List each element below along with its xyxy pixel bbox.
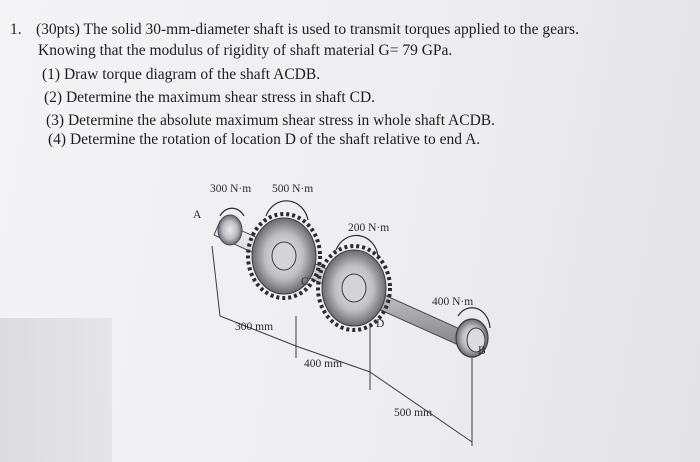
problem-intro-line-2: Knowing that the modulus of rigidity of … bbox=[38, 42, 453, 59]
problem-intro-text: (30pts) The solid 30-mm-diameter shaft i… bbox=[36, 21, 579, 38]
problem-statement: 1. (30pts) The solid 30-mm-diameter shaft… bbox=[0, 0, 700, 160]
task-4: (4) Determine the rotation of location D… bbox=[48, 131, 481, 148]
point-label-b: B bbox=[478, 345, 486, 357]
task-1: (1) Draw torque diagram of the shaft ACD… bbox=[42, 66, 321, 83]
length-label-db: 500 mm bbox=[394, 407, 433, 419]
torque-label-c: 500 N·m bbox=[272, 183, 314, 195]
task-3: (3) Determine the absolute maximum shear… bbox=[46, 112, 495, 129]
point-label-d: D bbox=[376, 318, 385, 330]
photo-shadow bbox=[0, 318, 112, 462]
end-a-flange bbox=[217, 214, 243, 246]
length-label-ac: 300 mm bbox=[235, 321, 274, 333]
torque-label-b: 400 N·m bbox=[432, 296, 474, 308]
point-label-a: A bbox=[193, 209, 202, 221]
torque-arrows bbox=[219, 200, 491, 329]
torque-label-a: 300 N·m bbox=[210, 183, 252, 195]
end-b-flange bbox=[455, 318, 489, 358]
torque-label-d: 200 N·m bbox=[348, 222, 390, 234]
problem-intro-line-1: 1. (30pts) The solid 30-mm-diameter shaft… bbox=[10, 21, 579, 39]
gear-d bbox=[316, 244, 392, 332]
dimension-lines bbox=[211, 245, 473, 446]
shaft-drawing bbox=[211, 200, 491, 446]
length-label-cd: 400 mm bbox=[304, 358, 343, 370]
point-label-c: C bbox=[301, 276, 309, 288]
task-2: (2) Determine the maximum shear stress i… bbox=[44, 89, 376, 106]
shaft-figure: 300 N·m 500 N·m 200 N·m 400 N·m A C D B … bbox=[190, 176, 510, 452]
problem-number: 1. bbox=[10, 21, 22, 38]
gear-c bbox=[246, 212, 322, 300]
